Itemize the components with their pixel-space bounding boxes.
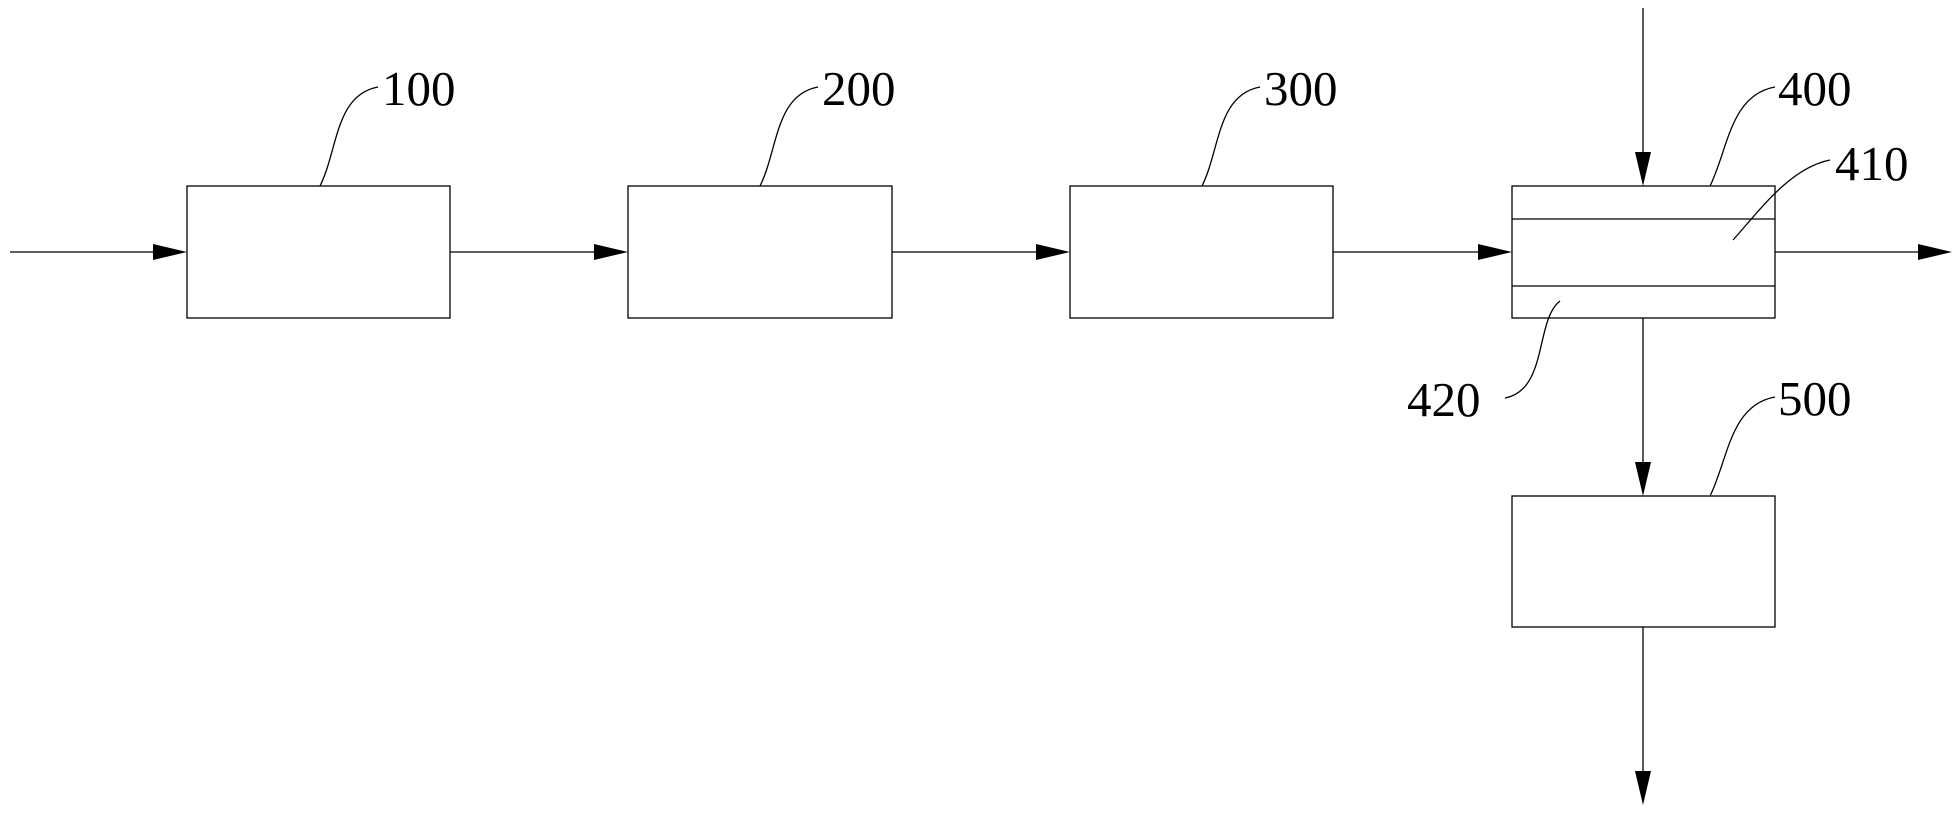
label-500: 500: [1778, 371, 1852, 426]
top-input-arrowhead: [1635, 152, 1651, 186]
leader-410: [1732, 159, 1831, 241]
label-100: 100: [382, 61, 456, 116]
label-420: 420: [1407, 372, 1481, 427]
leader-500: [1709, 396, 1776, 497]
leader-300: [1201, 86, 1261, 187]
block-200: [627, 185, 893, 319]
leader-420: [1504, 300, 1561, 399]
label-400: 400: [1778, 61, 1852, 116]
block-400: [1511, 185, 1776, 319]
arrowhead-400-500: [1635, 462, 1651, 496]
leader-200: [759, 86, 819, 187]
output-arrowhead-400: [1918, 244, 1952, 260]
leader-100: [319, 86, 379, 187]
label-410: 410: [1835, 136, 1909, 191]
arrowhead-300-400: [1478, 244, 1512, 260]
label-200: 200: [822, 61, 896, 116]
block-300: [1069, 185, 1334, 319]
block-100: [186, 185, 451, 319]
arrowhead-200-300: [1036, 244, 1070, 260]
input-arrowhead: [153, 244, 187, 260]
arrowhead-100-200: [594, 244, 628, 260]
output-arrowhead-500: [1635, 771, 1651, 805]
block-500: [1511, 495, 1776, 628]
leader-400: [1709, 86, 1776, 187]
label-300: 300: [1264, 61, 1338, 116]
